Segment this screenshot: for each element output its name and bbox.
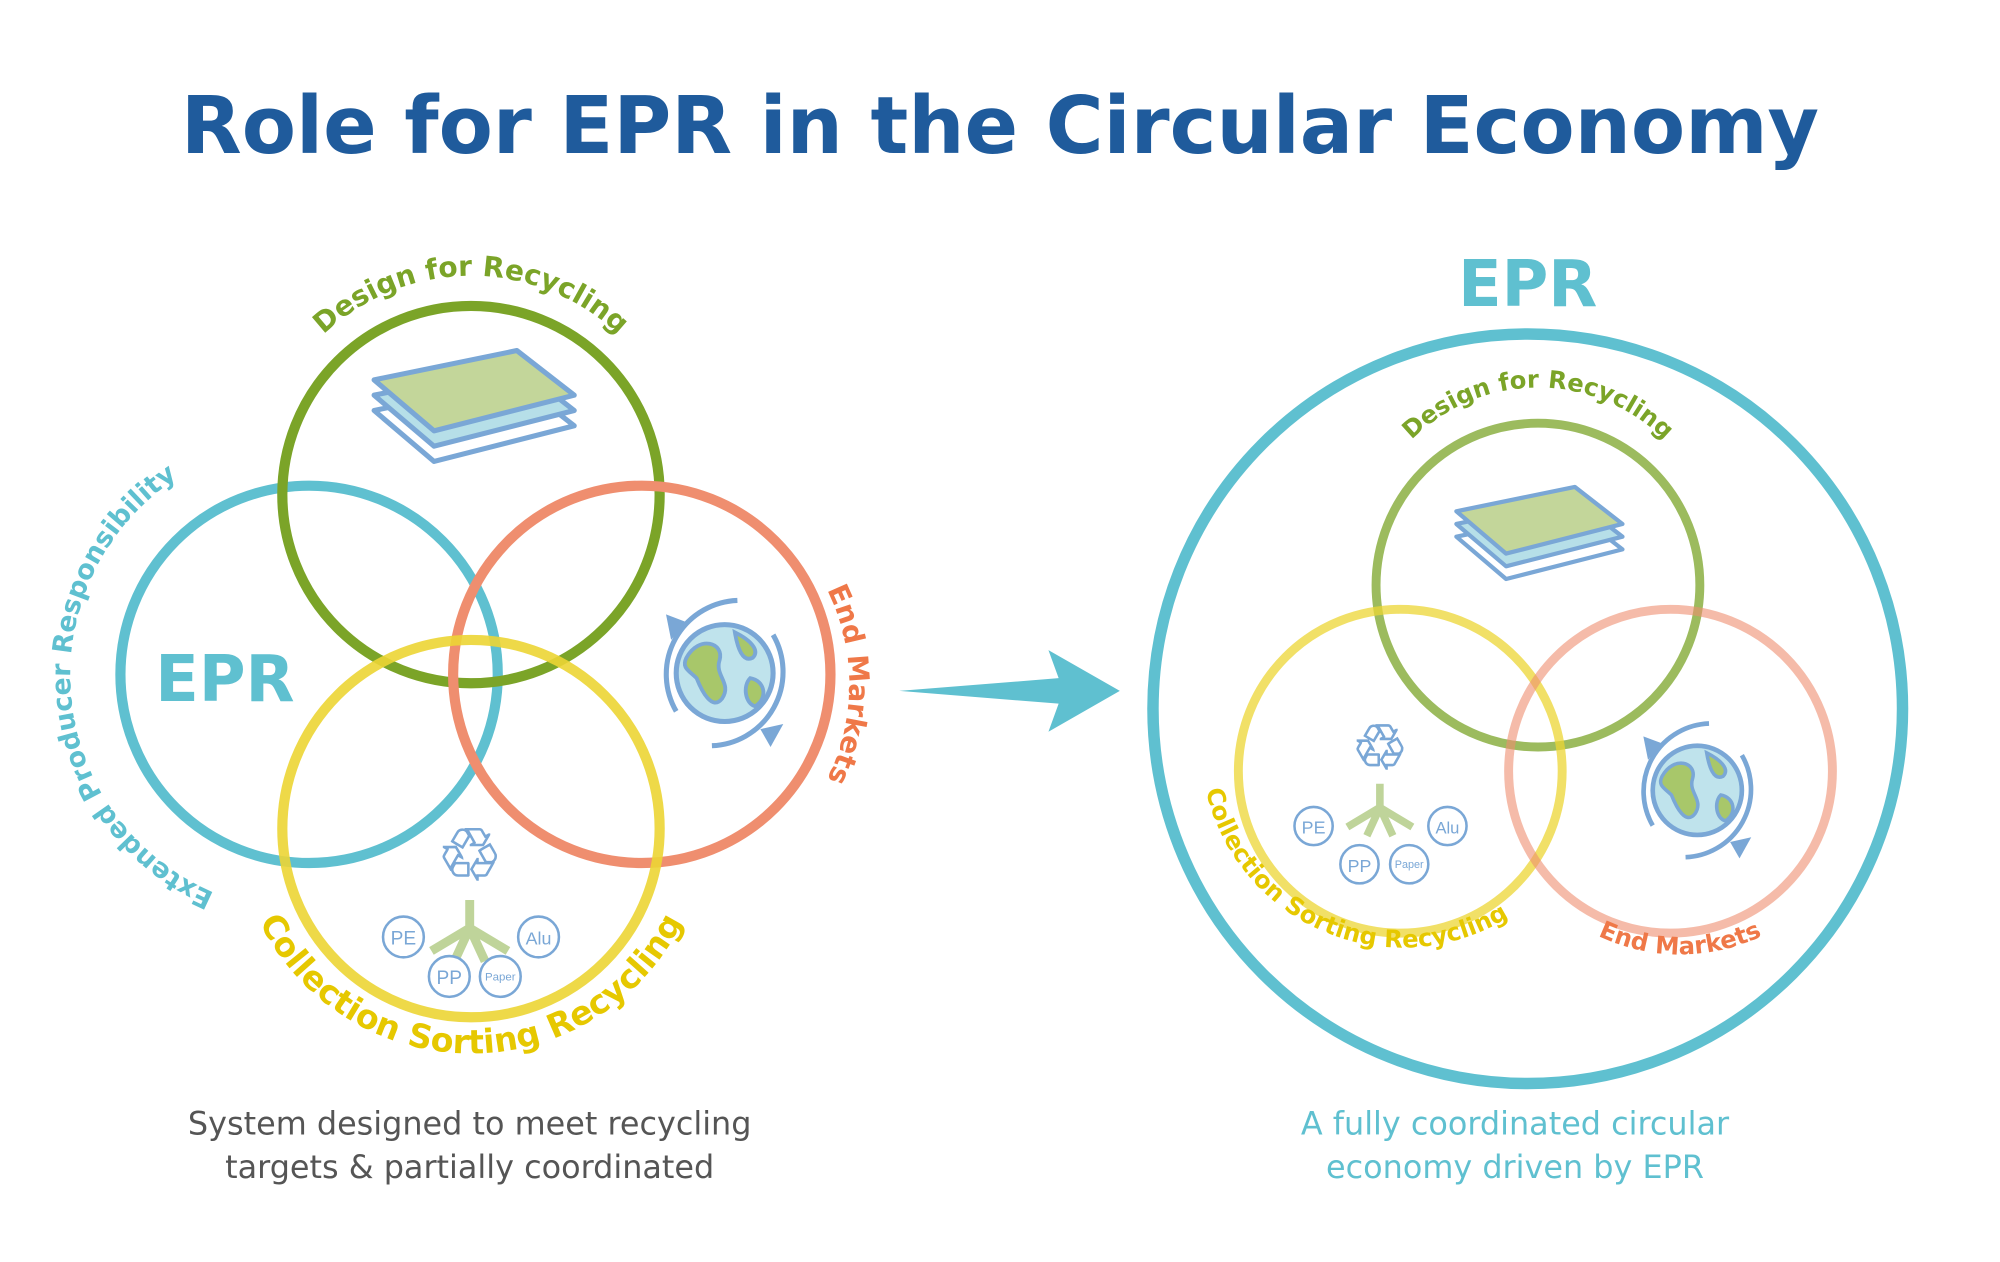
material-pp-right: PP — [1348, 856, 1372, 876]
sorting-arrows-icon — [431, 900, 507, 961]
page-title: Role for EPR in the Circular Economy — [181, 80, 1819, 172]
material-paper: Paper — [485, 971, 516, 983]
recycle-icon: ♻ — [438, 814, 502, 897]
globe-recycle-icon-right — [1643, 723, 1751, 858]
material-alu-right: Alu — [1435, 819, 1459, 838]
collection-circle — [277, 634, 665, 1023]
material-pe: PE — [391, 929, 417, 950]
design-arc-label: Design for Recycling — [306, 250, 635, 340]
end-markets-circle-right — [1504, 604, 1837, 938]
design-arc-label-right: Design for Recycling — [1397, 365, 1680, 444]
material-pe-right: PE — [1302, 818, 1326, 838]
epr-label: EPR — [155, 643, 294, 717]
material-bubbles: PE PP Paper Alu — [381, 915, 561, 999]
epr-circle — [115, 480, 503, 869]
layers-icon-right — [1456, 487, 1622, 579]
left-venn-diagram: EPR Design for Recycling Extended Produc… — [46, 250, 875, 1186]
collection-circle-right — [1233, 604, 1567, 938]
material-paper-right: Paper — [1395, 859, 1424, 871]
epr-label-right: EPR — [1458, 248, 1597, 322]
right-venn-diagram: EPR Design for Recycling Collection Sort… — [1147, 248, 1909, 1186]
right-caption-line2: economy driven by EPR — [1326, 1148, 1704, 1186]
material-alu: Alu — [526, 929, 552, 949]
left-caption-line1: System designed to meet recycling — [188, 1105, 752, 1143]
end-markets-circle — [448, 480, 836, 869]
recycle-icon-right: ♻ — [1352, 713, 1407, 784]
design-circle-right — [1371, 418, 1705, 752]
layers-icon — [374, 351, 574, 462]
material-pp: PP — [437, 968, 463, 989]
globe-recycle-icon — [666, 600, 783, 747]
right-caption-line1: A fully coordinated circular — [1301, 1105, 1730, 1143]
sorting-arrows-icon-right — [1347, 784, 1412, 836]
arrow-right-icon — [899, 650, 1120, 732]
end-markets-arc-label-right: End Markets — [1595, 916, 1764, 961]
left-caption-line2: targets & partially coordinated — [225, 1148, 714, 1186]
material-bubbles-right: PE PP Paper Alu — [1293, 805, 1468, 885]
epr-outer-circle — [1147, 328, 1909, 1090]
design-circle — [277, 300, 665, 689]
